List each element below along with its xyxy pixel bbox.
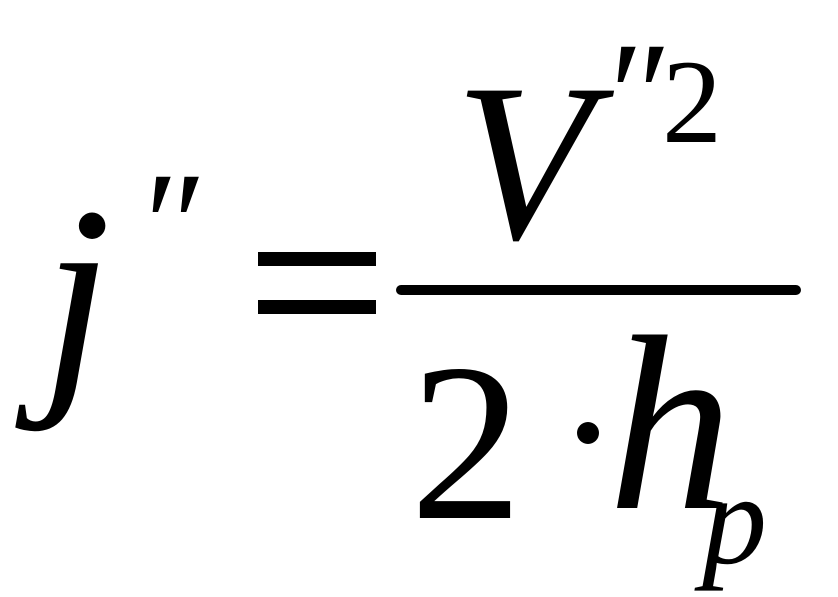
fraction-bar bbox=[396, 285, 801, 295]
numerator-exponent: 2 bbox=[662, 35, 722, 168]
equals-sign-top-bar bbox=[258, 252, 376, 266]
equals-sign-bottom-bar bbox=[258, 300, 376, 314]
denominator-subscript-p: p bbox=[702, 448, 767, 592]
denominator-coefficient: 2 bbox=[410, 317, 523, 567]
numerator-variable-v: V bbox=[455, 37, 593, 287]
lhs-double-prime: ″ bbox=[135, 142, 198, 308]
denominator-variable-h: h bbox=[608, 286, 733, 563]
lhs-variable-j: j bbox=[42, 156, 112, 433]
numerator-double-prime: ″ bbox=[600, 12, 663, 178]
multiplication-dot bbox=[577, 422, 599, 444]
